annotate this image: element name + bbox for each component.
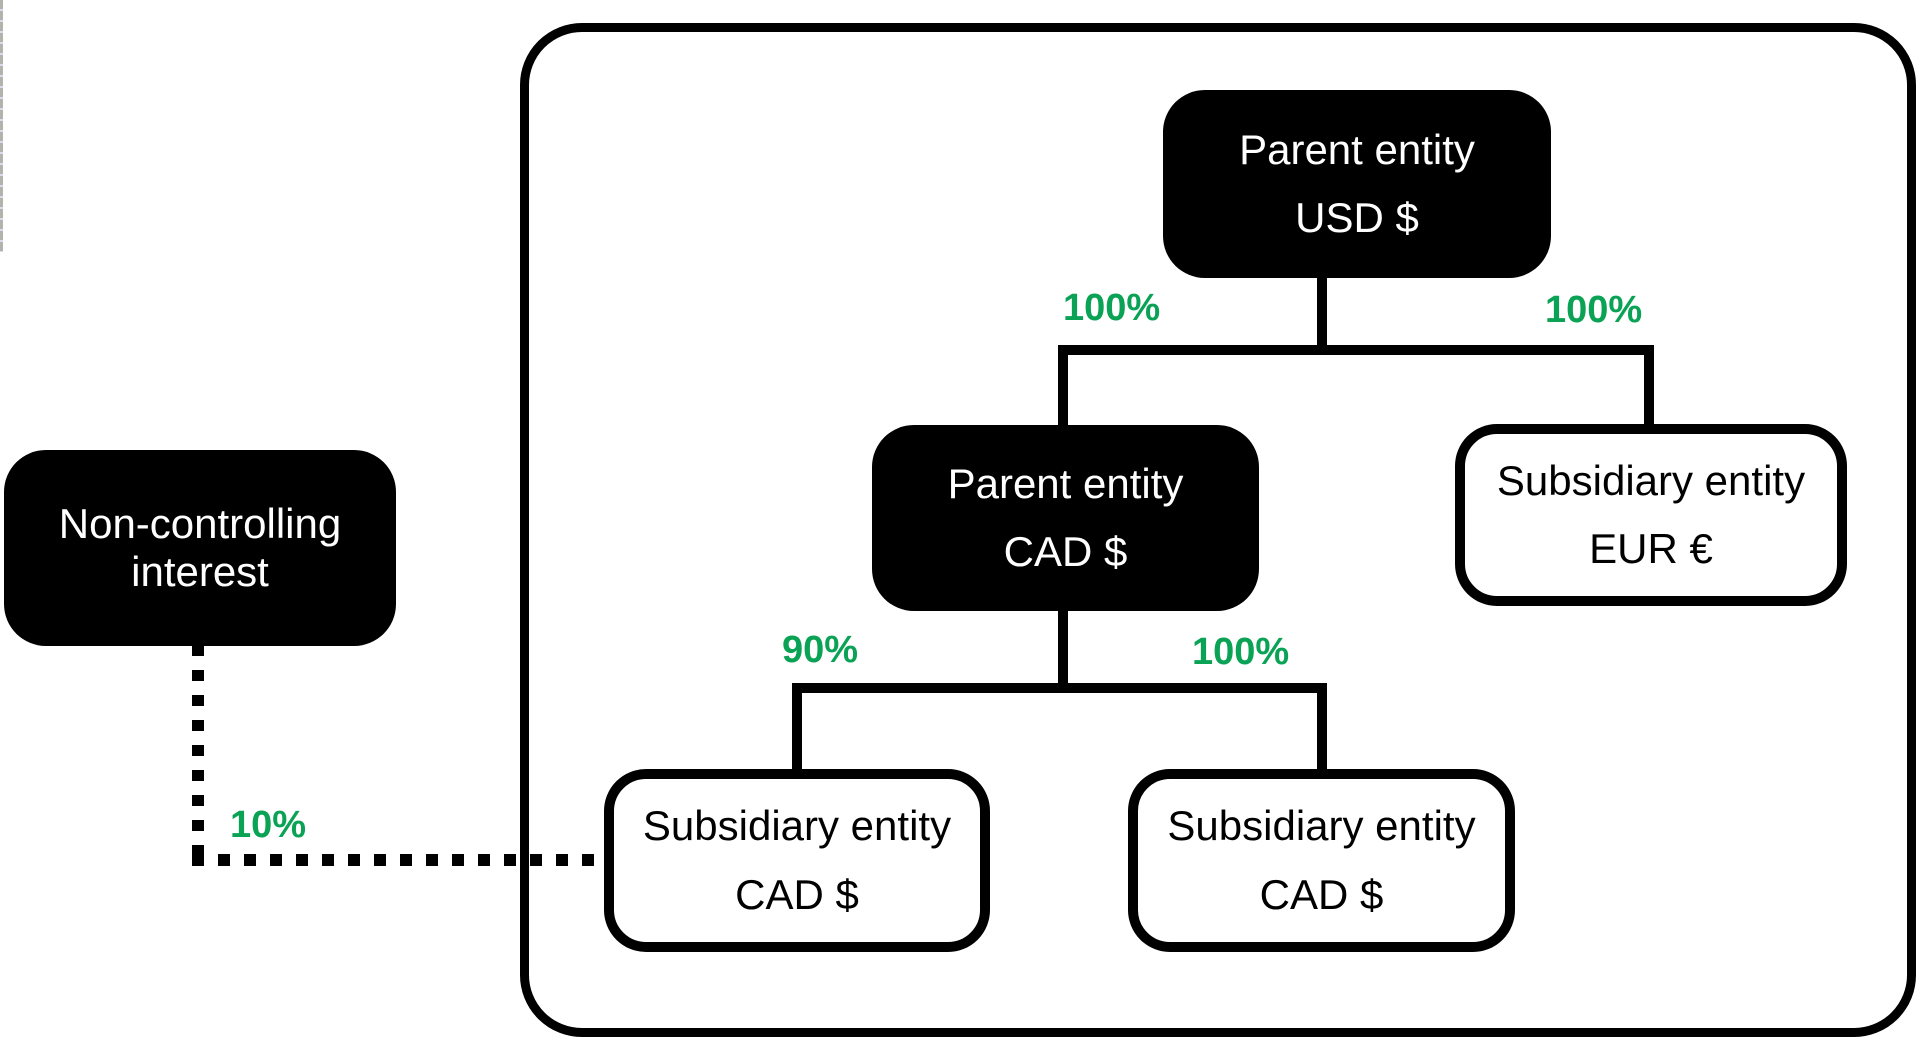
ownership-label-usd-to-eur: 100% — [1545, 289, 1643, 331]
subsidiary-entity-cad-left-name: Subsidiary entity — [642, 802, 952, 850]
parent-entity-usd-currency: USD $ — [1295, 194, 1419, 241]
group-boundary — [520, 23, 1916, 1037]
subsidiary-entity-eur-currency: EUR € — [1589, 525, 1713, 572]
connector-cad-to-subleft-drop — [792, 683, 802, 773]
connector-cad-horizontal — [792, 683, 1327, 693]
connector-cad-to-subright-drop — [1317, 683, 1327, 773]
ownership-label-cad-to-subleft: 90% — [782, 629, 859, 671]
connector-usd-stub — [1317, 272, 1327, 350]
subsidiary-entity-cad-right-currency: CAD $ — [1259, 870, 1384, 918]
connector-usd-to-cad-drop — [1058, 345, 1068, 427]
subsidiary-entity-cad-right-node: Subsidiary entity CAD $ — [1128, 769, 1515, 952]
connector-usd-horizontal — [1058, 345, 1654, 355]
parent-entity-usd-node: Parent entity USD $ — [1163, 90, 1551, 278]
parent-entity-usd-name: Parent entity — [1239, 125, 1475, 173]
ownership-label-nci: 10% — [230, 804, 307, 846]
subsidiary-entity-eur-name: Subsidiary entity — [1496, 456, 1806, 504]
non-controlling-interest-label: Non-controlling interest — [58, 499, 342, 595]
parent-entity-cad-currency: CAD $ — [1003, 528, 1128, 575]
parent-entity-cad-node: Parent entity CAD $ — [872, 425, 1259, 611]
subsidiary-entity-cad-right-name: Subsidiary entity — [1167, 802, 1476, 850]
nci-dotted-connector-horizontal — [192, 854, 608, 866]
ownership-label-cad-to-subright: 100% — [1192, 631, 1290, 673]
non-controlling-interest-node: Non-controlling interest — [4, 450, 396, 646]
subsidiary-entity-eur-node: Subsidiary entity EUR € — [1455, 424, 1847, 606]
nci-dotted-connector-vertical — [192, 645, 204, 859]
connector-cad-stub — [1058, 606, 1068, 688]
parent-entity-cad-name: Parent entity — [947, 459, 1184, 507]
subsidiary-entity-cad-left-currency: CAD $ — [735, 870, 859, 918]
left-edge-dashed-artifact — [0, 0, 3, 252]
subsidiary-entity-cad-left-node: Subsidiary entity CAD $ — [604, 769, 990, 952]
ownership-label-usd-to-cad: 100% — [1063, 287, 1161, 329]
connector-usd-to-eur-drop — [1644, 345, 1654, 427]
